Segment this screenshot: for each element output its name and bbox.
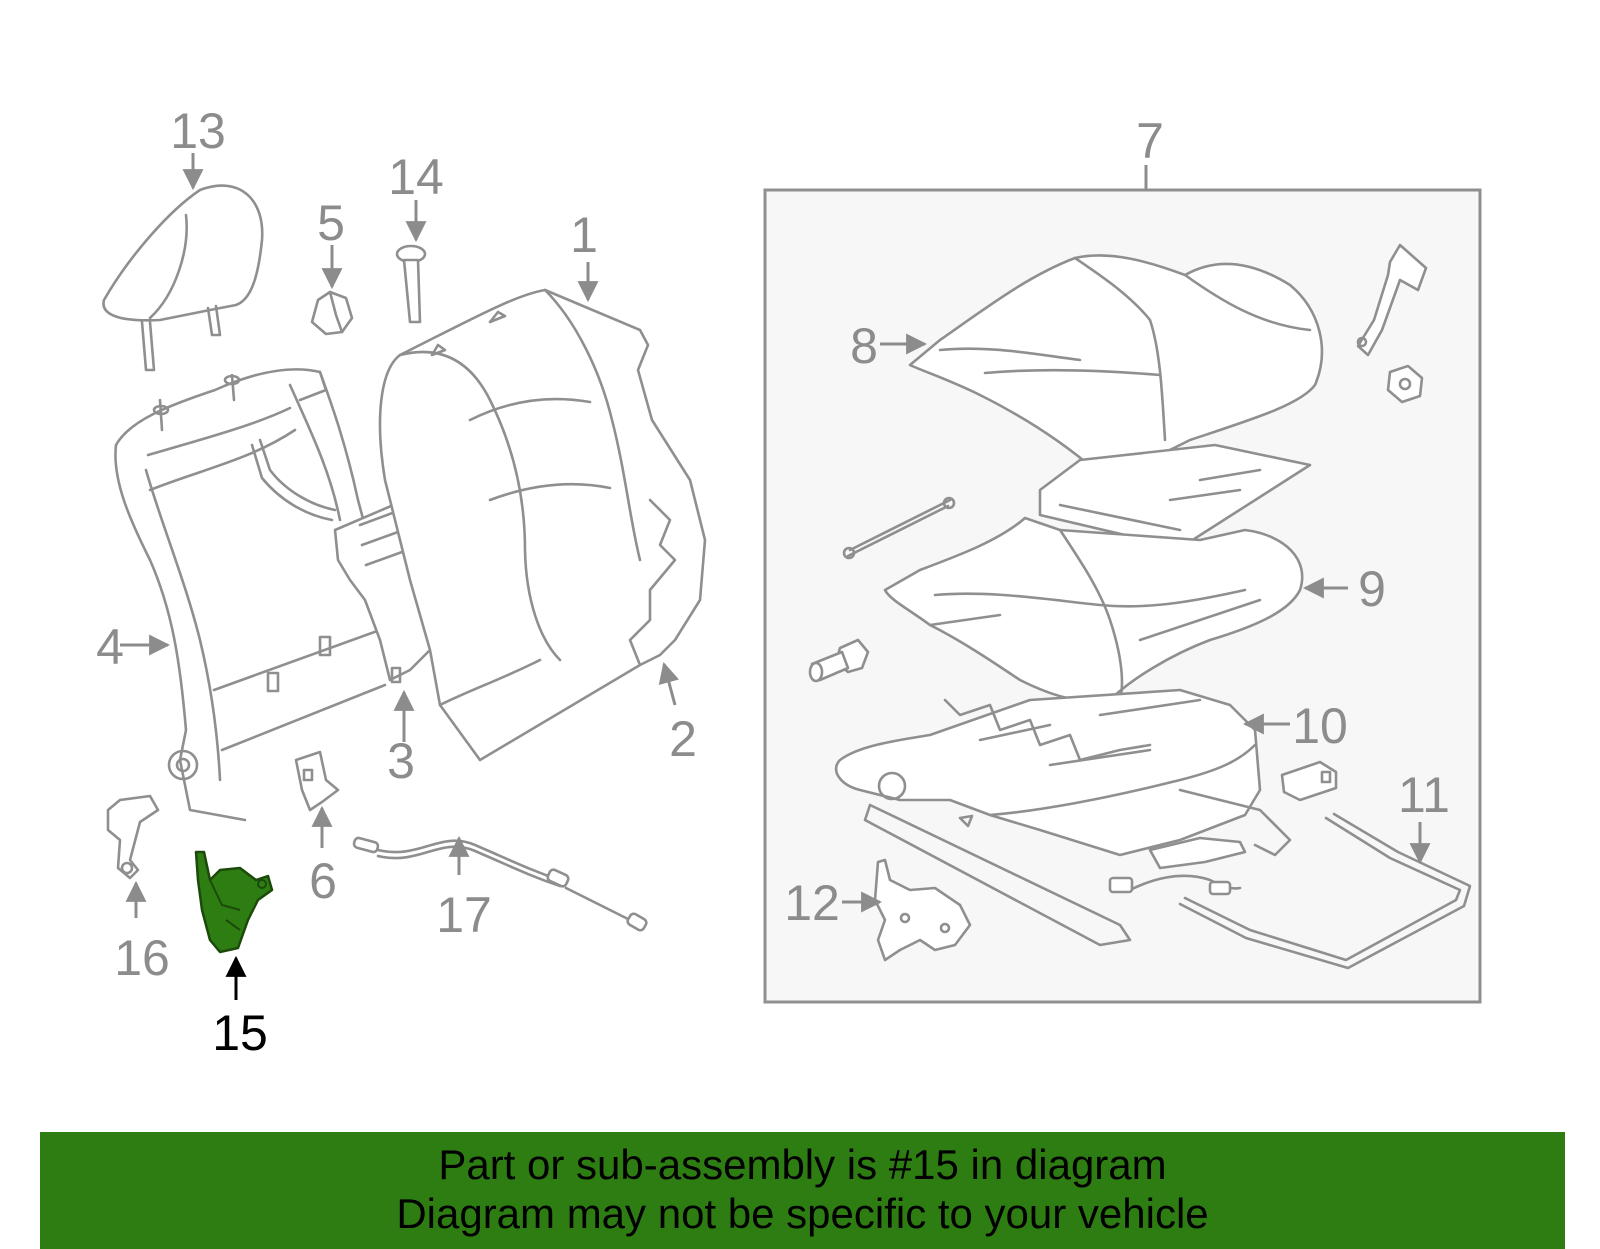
cushion-bracket-part <box>873 858 972 962</box>
clip-part <box>310 290 354 336</box>
belt-buckle-part <box>1356 243 1428 357</box>
callout-5: 5 <box>317 195 345 251</box>
cushion-pad-sheet-part <box>1038 443 1312 550</box>
hinge-part-highlighted <box>194 850 274 954</box>
spring-rod-part <box>842 496 956 560</box>
callout-9: 9 <box>1358 561 1386 617</box>
cable-part <box>352 836 648 932</box>
callout-16: 16 <box>114 930 170 986</box>
small-bracket-part <box>294 750 340 812</box>
cushion-pad-part <box>883 516 1304 703</box>
banner-line-2: Diagram may not be specific to your vehi… <box>396 1190 1209 1237</box>
callout-1: 1 <box>570 207 598 263</box>
callout-3: 3 <box>387 733 415 789</box>
cushion-bolt-part <box>808 638 870 683</box>
callout-13: 13 <box>170 103 226 159</box>
harness-part <box>1108 836 1247 896</box>
callout-10: 10 <box>1292 698 1348 754</box>
bracket-part <box>106 794 160 880</box>
leader-lines <box>120 153 1431 1000</box>
seat-parts-diagram: 13 5 14 1 4 3 2 6 17 16 15 7 8 9 10 11 1… <box>96 103 1482 1061</box>
callout-8: 8 <box>850 318 878 374</box>
nut-part <box>1386 364 1424 404</box>
bolt-part <box>395 244 427 324</box>
info-banner: Part or sub-assembly is #15 in diagram D… <box>40 1132 1565 1249</box>
callout-17: 17 <box>436 887 492 943</box>
callout-4: 4 <box>96 619 124 675</box>
callout-11: 11 <box>1398 767 1450 823</box>
connector-part <box>1280 760 1338 802</box>
banner-line-1: Part or sub-assembly is #15 in diagram <box>438 1141 1167 1188</box>
callout-14: 14 <box>388 149 444 205</box>
wire-frame-part <box>1178 812 1472 970</box>
headrest-part <box>102 184 264 372</box>
cushion-cover-part <box>908 254 1324 473</box>
callout-7: 7 <box>1136 113 1164 169</box>
callout-2: 2 <box>669 711 697 767</box>
callout-6: 6 <box>309 853 337 909</box>
seatback-frame-part <box>114 368 387 822</box>
callout-12: 12 <box>784 875 840 931</box>
callout-15: 15 <box>212 1005 268 1061</box>
seatback-cushion-part <box>378 288 707 762</box>
seat-frame-part <box>834 688 1292 947</box>
